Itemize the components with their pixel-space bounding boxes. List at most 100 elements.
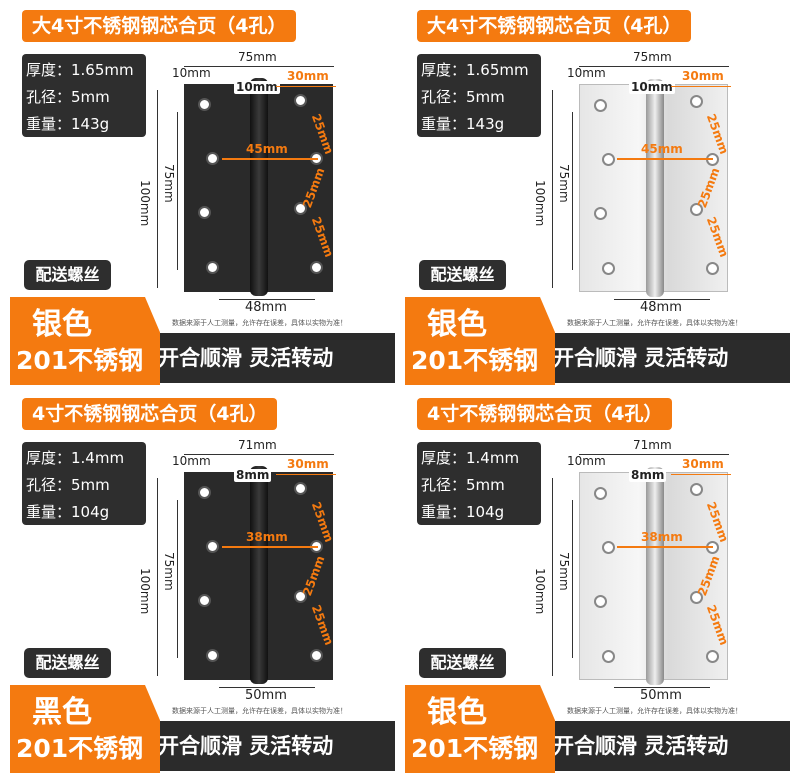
bottom-width-label: 50mm xyxy=(245,688,287,703)
hole-span-line xyxy=(572,112,573,270)
screw-hole xyxy=(690,203,703,216)
screw-hole xyxy=(206,649,219,662)
slogan-text: 开合顺滑 灵活转动 xyxy=(553,346,729,370)
dimension-line xyxy=(579,454,729,455)
hole-distance-line xyxy=(222,546,318,548)
hole-offset-label: 30mm xyxy=(287,69,329,83)
product-title: 大4寸不锈钢钢芯合页（4孔） xyxy=(22,10,297,42)
hole-offset-label: 30mm xyxy=(682,457,724,471)
screw-hole xyxy=(198,486,211,499)
spec-hole-diameter: 孔径：5mm xyxy=(26,88,110,106)
measurement-disclaimer: 数据来源于人工测量，允许存在误差，具体以实物为准！ xyxy=(567,707,742,715)
color-label: 黑色 xyxy=(32,695,92,730)
offset-line xyxy=(671,86,731,87)
spec-thickness: 厚度：1.65mm xyxy=(421,61,529,79)
hole-distance-line xyxy=(222,158,318,160)
hole-distance-line xyxy=(617,158,713,160)
spec-hole-diameter: 孔径：5mm xyxy=(421,88,505,106)
measurement-disclaimer: 数据来源于人工测量，允许存在误差，具体以实物为准！ xyxy=(172,707,347,715)
spec-weight: 重量：104g xyxy=(26,503,110,521)
screw-hole xyxy=(594,487,607,500)
screw-hole xyxy=(602,650,615,663)
width-label: 75mm xyxy=(633,50,672,64)
dimension-line xyxy=(184,66,334,67)
width-label: 75mm xyxy=(238,50,277,64)
screw-hole xyxy=(690,591,703,604)
width-label: 71mm xyxy=(238,438,277,452)
dimension-line xyxy=(184,454,334,455)
screw-hole xyxy=(602,153,615,166)
product-panel: 4寸不锈钢钢芯合页（4孔） 厚度：1.4mm 孔径：5mm 重量：104g 71… xyxy=(0,388,395,776)
screw-hole xyxy=(198,594,211,607)
screw-hole xyxy=(594,99,607,112)
screw-hole xyxy=(690,483,703,496)
height-line xyxy=(552,478,553,676)
spec-thickness: 厚度：1.4mm xyxy=(26,449,125,467)
color-label: 银色 xyxy=(427,307,487,342)
color-label: 银色 xyxy=(32,307,92,342)
screw-hole xyxy=(198,206,211,219)
edge-label: 10mm xyxy=(172,66,211,80)
spec-box: 厚度：1.4mm 孔径：5mm 重量：104g xyxy=(22,442,146,525)
bottom-width-label: 50mm xyxy=(640,688,682,703)
screw-hole xyxy=(294,482,307,495)
knuckle-label: 8mm xyxy=(629,468,667,482)
hinge-knuckle xyxy=(250,466,268,684)
spec-weight: 重量：104g xyxy=(421,503,505,521)
spec-box: 厚度：1.4mm 孔径：5mm 重量：104g xyxy=(417,442,541,525)
screw-hole xyxy=(310,649,323,662)
hinge-knuckle xyxy=(646,467,664,685)
bottom-width-label: 48mm xyxy=(245,300,287,315)
height-label: 100mm xyxy=(138,180,152,227)
spec-weight: 重量：143g xyxy=(26,115,110,133)
knuckle-label: 10mm xyxy=(629,80,675,94)
slogan-bar: 开合顺滑 灵活转动 xyxy=(140,333,395,383)
screw-hole xyxy=(206,261,219,274)
slogan-bar: 开合顺滑 灵活转动 xyxy=(535,721,790,771)
screws-included-badge: 配送螺丝 xyxy=(419,260,506,290)
bottom-dimension-line xyxy=(614,687,710,688)
color-material-block: 黑色 201不锈钢 xyxy=(10,685,160,773)
edge-label: 10mm xyxy=(567,454,606,468)
screws-included-badge: 配送螺丝 xyxy=(24,648,111,678)
measurement-disclaimer: 数据来源于人工测量，允许存在误差，具体以实物为准！ xyxy=(172,319,347,327)
screw-hole xyxy=(594,207,607,220)
hole-span-label: 75mm xyxy=(557,552,571,591)
screw-hole xyxy=(310,261,323,274)
edge-label: 10mm xyxy=(567,66,606,80)
product-panel: 4寸不锈钢钢芯合页（4孔） 厚度：1.4mm 孔径：5mm 重量：104g 71… xyxy=(395,388,790,776)
slogan-text: 开合顺滑 灵活转动 xyxy=(158,346,334,370)
bottom-dimension-line xyxy=(219,299,315,300)
color-material-block: 银色 201不锈钢 xyxy=(10,297,160,385)
height-label: 100mm xyxy=(533,180,547,227)
hole-span-line xyxy=(177,500,178,658)
product-panel: 大4寸不锈钢钢芯合页（4孔） 厚度：1.65mm 孔径：5mm 重量：143g … xyxy=(395,0,790,388)
spec-box: 厚度：1.65mm 孔径：5mm 重量：143g xyxy=(22,54,146,137)
bottom-width-label: 48mm xyxy=(640,300,682,315)
spec-thickness: 厚度：1.4mm xyxy=(421,449,520,467)
knuckle-label: 10mm xyxy=(234,80,280,94)
offset-line xyxy=(276,474,336,475)
hinge-plate xyxy=(579,79,728,297)
spec-weight: 重量：143g xyxy=(421,115,505,133)
bottom-dimension-line xyxy=(219,687,315,688)
slogan-bar: 开合顺滑 灵活转动 xyxy=(140,721,395,771)
screw-hole xyxy=(294,94,307,107)
screw-hole xyxy=(602,262,615,275)
hinge-knuckle xyxy=(250,78,268,296)
hole-offset-label: 30mm xyxy=(287,457,329,471)
material-label: 201不锈钢 xyxy=(411,346,539,375)
material-label: 201不锈钢 xyxy=(411,734,539,763)
hole-span-label: 75mm xyxy=(557,164,571,203)
material-label: 201不锈钢 xyxy=(16,734,144,763)
hole-distance-line xyxy=(617,546,713,548)
product-title: 4寸不锈钢钢芯合页（4孔） xyxy=(417,398,673,430)
product-title: 4寸不锈钢钢芯合页（4孔） xyxy=(22,398,278,430)
screw-hole xyxy=(602,541,615,554)
spec-hole-diameter: 孔径：5mm xyxy=(421,476,505,494)
height-line xyxy=(552,90,553,288)
hole-offset-label: 30mm xyxy=(682,69,724,83)
height-line xyxy=(157,478,158,676)
height-line xyxy=(157,90,158,288)
material-label: 201不锈钢 xyxy=(16,346,144,375)
